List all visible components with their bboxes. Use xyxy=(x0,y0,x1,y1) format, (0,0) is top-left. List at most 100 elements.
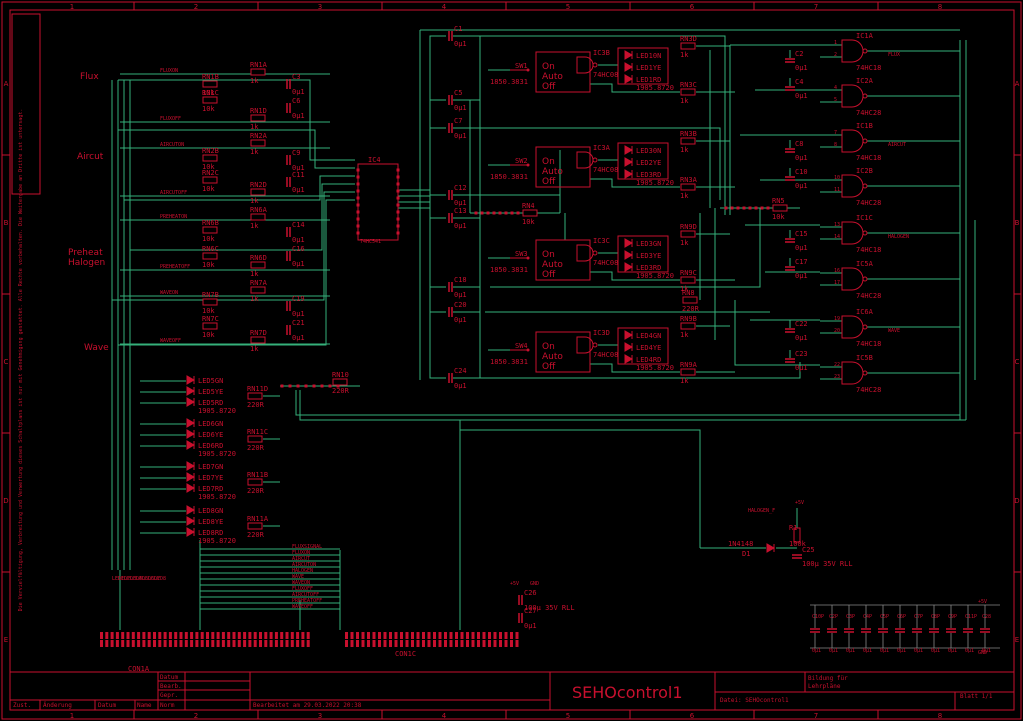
resistor-name: RN6A xyxy=(250,206,268,214)
led-frame xyxy=(617,327,669,365)
connector-pin xyxy=(184,632,188,639)
border-col-bottom: 4 xyxy=(442,712,447,720)
pin-number: 17 xyxy=(834,280,840,286)
border-col-top: 5 xyxy=(566,3,570,11)
resistor-value: 10k xyxy=(202,261,215,269)
connector-pin xyxy=(350,632,354,639)
connector-right-name: CON1C xyxy=(395,650,416,658)
connector-pin xyxy=(105,640,109,647)
resistor-value: 1k xyxy=(680,51,689,59)
led-name: LED4YE xyxy=(636,344,661,352)
switch-pos-auto: Auto xyxy=(542,72,563,82)
border-col-top: 7 xyxy=(814,3,818,11)
connector-pin xyxy=(105,632,109,639)
connector-pin xyxy=(163,640,167,647)
input-signal-label: AIRCUTOFF xyxy=(160,190,187,196)
led-name: LED3RD xyxy=(636,171,661,179)
wire xyxy=(118,199,355,346)
connector-pin xyxy=(259,640,262,647)
connector-pin xyxy=(438,640,442,647)
resistor-name: RN10 xyxy=(332,371,349,379)
capacitor-value: 0µ1 xyxy=(292,310,305,318)
connector-pin xyxy=(211,632,215,639)
capacitor-value: 0µ1 xyxy=(795,182,808,190)
connector-pin xyxy=(253,640,257,647)
resistor xyxy=(250,261,266,269)
led-frame xyxy=(617,235,669,273)
bus-label: WAVEON xyxy=(292,580,310,586)
connector-pin xyxy=(361,640,365,647)
ic-name: IC5B xyxy=(856,354,873,362)
pin-number: 1 xyxy=(834,40,837,46)
led-name: LED5GN xyxy=(198,377,223,385)
decoupling-cap-name: C11P xyxy=(965,614,977,620)
input-signal-label: WAVEON xyxy=(160,290,178,296)
pin-pad xyxy=(288,384,292,388)
border-row-right: C xyxy=(1015,358,1020,366)
connector-pin xyxy=(195,632,199,639)
connector-pin xyxy=(131,640,135,647)
pin-pad xyxy=(356,217,360,221)
connector-pin xyxy=(190,632,194,639)
border-row-right: D xyxy=(1014,497,1019,505)
connector-pin xyxy=(455,632,458,639)
pin-pad xyxy=(396,175,400,179)
led-symbol xyxy=(186,461,196,471)
led-name: LED30N xyxy=(636,147,661,155)
led-symbol xyxy=(766,543,776,553)
resistor-name: RN3C xyxy=(680,81,697,89)
connector-pin xyxy=(216,640,220,647)
connector-pin xyxy=(449,632,453,639)
decoupling-cap-value: 0µ1 xyxy=(948,648,957,654)
wire xyxy=(590,83,680,93)
gate-bubble xyxy=(592,157,598,163)
connector-pin xyxy=(174,632,178,639)
gate-type: 74HC08 xyxy=(593,166,618,174)
connector-pin xyxy=(400,632,403,639)
flipflop-gate xyxy=(841,84,864,108)
connector-pin xyxy=(411,632,414,639)
capacitor-value: 0µ1 xyxy=(292,164,305,172)
connector-pin xyxy=(493,640,497,647)
pin-pad xyxy=(356,210,360,214)
resistor xyxy=(202,322,218,330)
led-name: LED7GN xyxy=(198,463,223,471)
pin-pad xyxy=(356,224,360,228)
flipflop-gate xyxy=(841,221,864,245)
connector-pin xyxy=(221,640,225,647)
resistor xyxy=(250,213,266,221)
capacitor-name: C18 xyxy=(454,276,467,284)
connector-pin xyxy=(378,632,381,639)
pin-pad xyxy=(396,224,400,228)
vertical-bus-label: LED7 xyxy=(148,576,160,582)
connector-pin xyxy=(243,640,247,647)
decoupling-cap-name: C4P xyxy=(863,614,872,620)
pin-pad xyxy=(356,182,360,186)
gate-type: 74HC08 xyxy=(593,351,618,359)
connector-pin xyxy=(471,640,475,647)
capacitor-name: C25 xyxy=(802,546,815,554)
ic-name: IC6A xyxy=(856,308,874,316)
ic-type: 74HC18 xyxy=(856,154,881,162)
capacitor-value: 0µ1 xyxy=(524,622,537,630)
resistor-name: RN11D xyxy=(247,385,268,393)
border-col-bottom: 3 xyxy=(318,712,322,720)
pin-pad xyxy=(396,203,400,207)
decoupling-cap-value: 0µ1 xyxy=(931,648,940,654)
decoupling-cap-name: C9P xyxy=(948,614,957,620)
led-name: LED5RD xyxy=(198,399,223,407)
border-col-bottom: 2 xyxy=(194,712,198,720)
connector-left-name: CON1A xyxy=(128,665,150,673)
tb-cell-datum: Datum xyxy=(160,674,178,681)
pin-pad xyxy=(336,384,340,388)
switch-pos-off: Off xyxy=(542,177,556,187)
pin-pad xyxy=(742,206,746,210)
resistor-name: RN7B xyxy=(202,291,219,299)
connector-pin xyxy=(158,632,162,639)
note-box xyxy=(11,13,41,195)
gnd-label: GND xyxy=(530,581,539,587)
vertical-bus-label: LED2 xyxy=(118,576,130,582)
connector-pin xyxy=(455,640,458,647)
vertical-bus-label: LED1 xyxy=(112,576,124,582)
switch-pos-on: On xyxy=(542,250,555,260)
